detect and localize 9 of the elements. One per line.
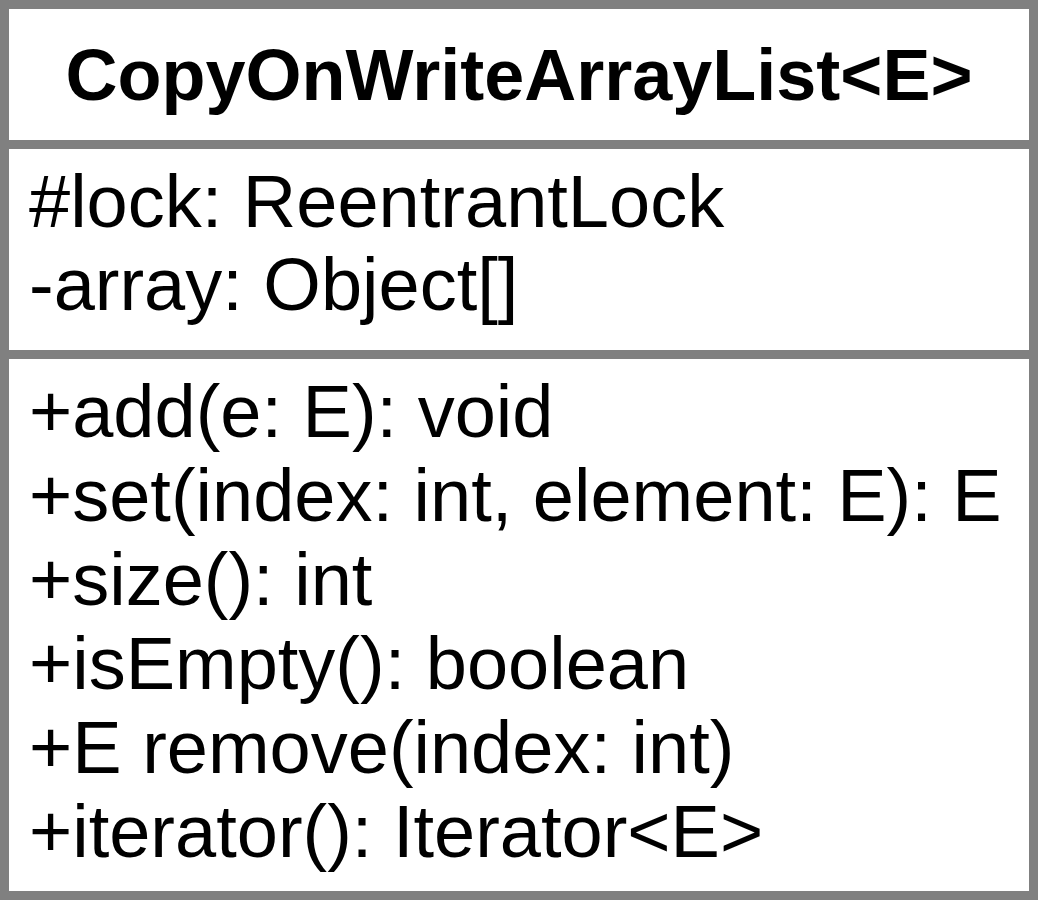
method-text: +add(e: E): void <box>29 370 554 454</box>
attribute-text: -array: Object[] <box>29 243 519 326</box>
method-text: +size(): int <box>29 538 373 622</box>
attribute-text: #lock: ReentrantLock <box>29 160 725 243</box>
method-text: +iterator(): Iterator<E> <box>29 790 764 874</box>
method-text: +isEmpty(): boolean <box>29 622 690 706</box>
class-name: CopyOnWriteArrayList<E> <box>65 33 973 116</box>
method-text: +E remove(index: int) <box>29 706 735 790</box>
method-text: +set(index: int, element: E): E <box>29 454 1002 538</box>
